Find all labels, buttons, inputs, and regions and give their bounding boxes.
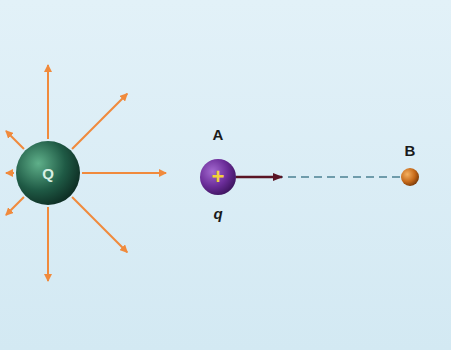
field-arrow (72, 197, 127, 252)
field-arrow (47, 207, 49, 281)
field-arrows (6, 65, 166, 281)
path-line (236, 176, 401, 178)
charge-symbol: Q (42, 165, 54, 182)
field-arrow (6, 197, 24, 215)
sphere-body (16, 141, 80, 205)
field-arrow (47, 65, 49, 139)
field-arrow (6, 131, 24, 149)
field-arrow (6, 172, 14, 174)
force-arrow (236, 176, 282, 179)
field-arrow (82, 172, 166, 174)
point-label: A (213, 126, 224, 143)
charge-sign: + (212, 164, 225, 190)
point-label: B (405, 142, 416, 159)
charge-symbol: q (213, 205, 222, 222)
point-marker: B (390, 140, 430, 190)
sphere-body (401, 168, 419, 186)
field-arrow (72, 94, 127, 149)
test-charge: A + q (188, 124, 248, 224)
sphere-body (200, 159, 236, 195)
source-charge: Q (14, 139, 82, 207)
